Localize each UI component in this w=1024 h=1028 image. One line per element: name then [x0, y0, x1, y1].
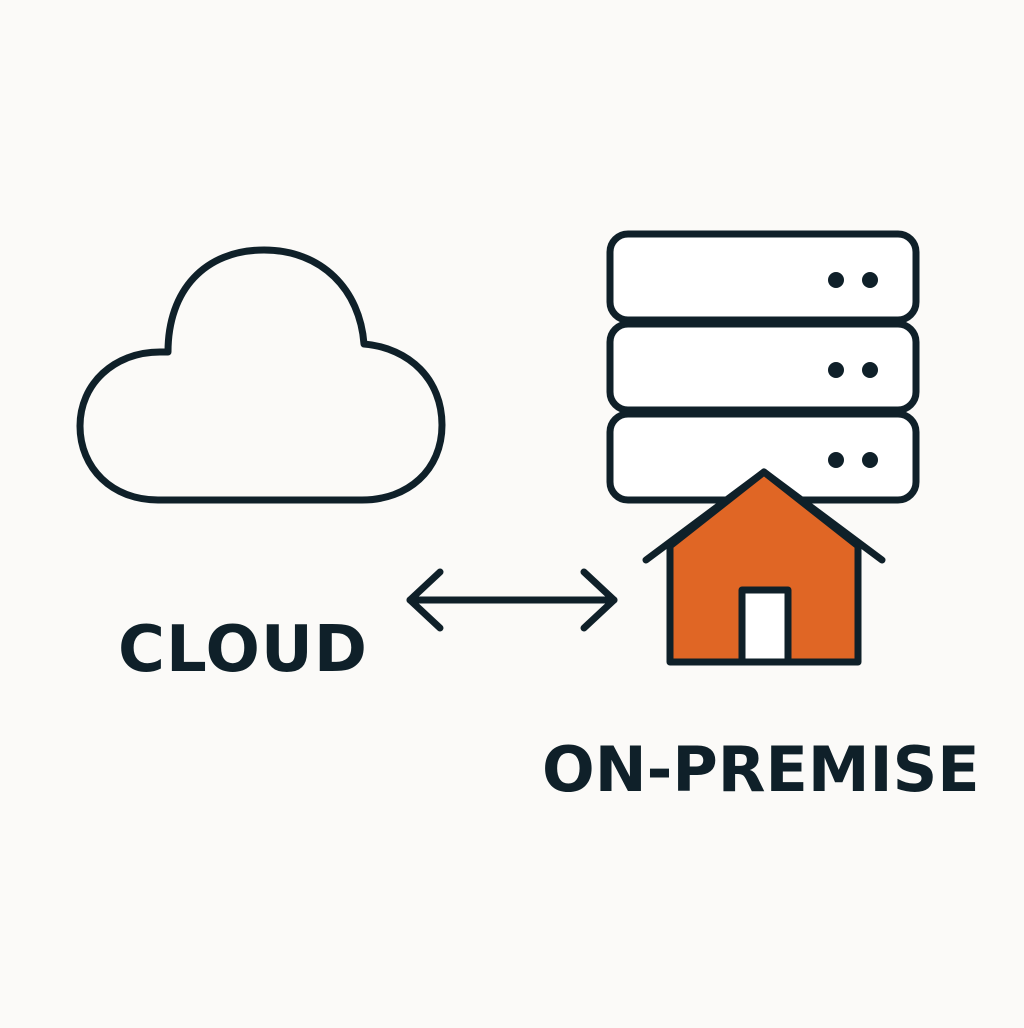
server-rack-icon — [606, 230, 920, 504]
indicator-light-icon — [862, 272, 878, 288]
indicator-light-icon — [828, 452, 844, 468]
server-unit — [606, 320, 920, 414]
arrow-head-right — [580, 568, 618, 632]
server-unit — [606, 230, 920, 324]
server-unit-body — [606, 230, 920, 324]
house-roof — [642, 468, 886, 564]
server-unit-body — [606, 320, 920, 414]
house-door — [738, 586, 792, 666]
double-arrow-icon — [406, 568, 618, 632]
arrow-head-left — [406, 568, 444, 632]
on-premise-label: ON-PREMISE — [542, 733, 980, 806]
server-unit — [606, 410, 920, 504]
indicator-light-icon — [862, 452, 878, 468]
indicator-light-icon — [828, 272, 844, 288]
house-icon — [642, 468, 886, 666]
cloud-label: CLOUD — [118, 613, 368, 687]
indicator-light-icon — [828, 362, 844, 378]
indicator-light-icon — [862, 362, 878, 378]
cloud-icon — [76, 246, 446, 504]
